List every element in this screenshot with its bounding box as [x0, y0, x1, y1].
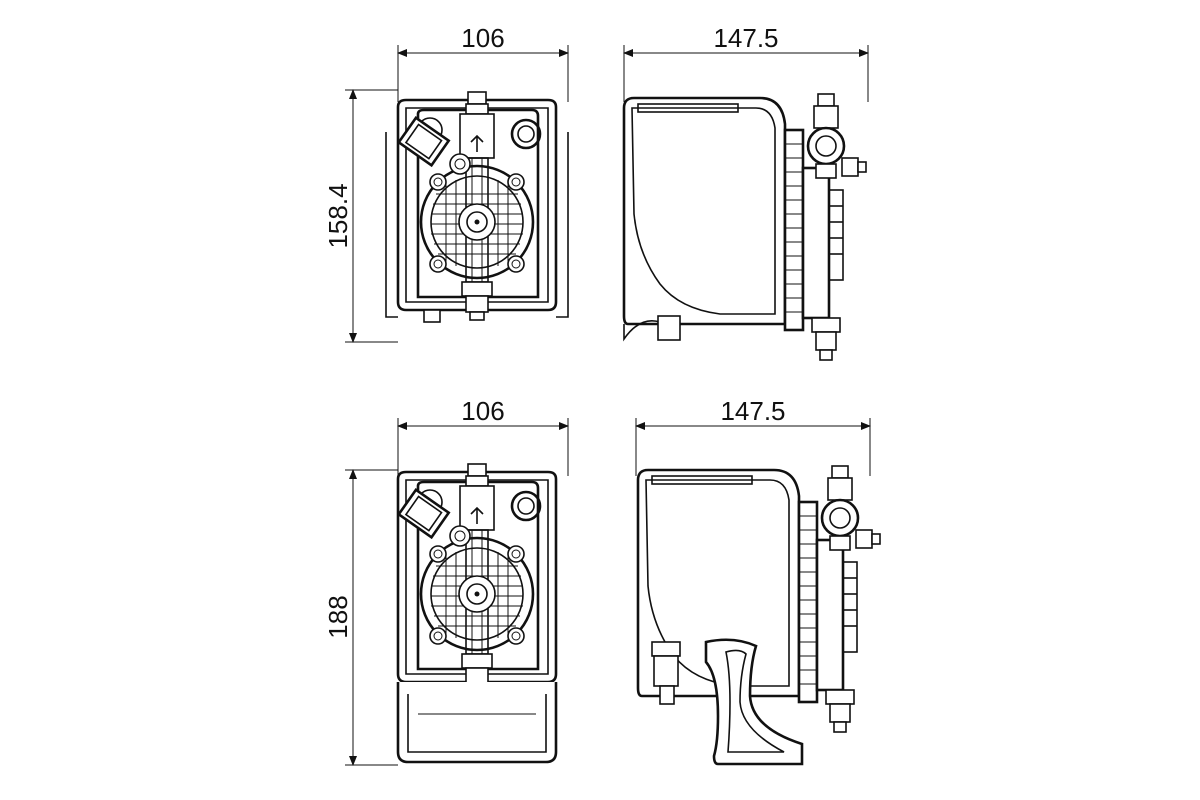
front-view-bottom	[396, 462, 558, 764]
dim-label-front-width-bottom: 106	[461, 396, 504, 426]
dimension-height-top: 158.4	[323, 89, 398, 343]
dim-label-height-bottom: 188	[323, 595, 353, 638]
dim-label-side-width-bottom: 147.5	[720, 396, 785, 426]
dimension-width-side-bottom: 147.5	[635, 396, 871, 476]
dimension-height-bottom: 188	[323, 469, 398, 766]
front-view-top	[385, 90, 569, 324]
dimension-width-front-bottom: 106	[397, 396, 569, 476]
dimension-width-side-top: 147.5	[623, 23, 869, 102]
dimension-width-front-top: 106	[397, 23, 569, 102]
dim-label-front-width-top: 106	[461, 23, 504, 53]
side-view-bottom	[636, 464, 882, 766]
dim-label-side-width-top: 147.5	[713, 23, 778, 53]
dim-label-height-top: 158.4	[323, 183, 353, 248]
side-view-top	[622, 92, 868, 362]
